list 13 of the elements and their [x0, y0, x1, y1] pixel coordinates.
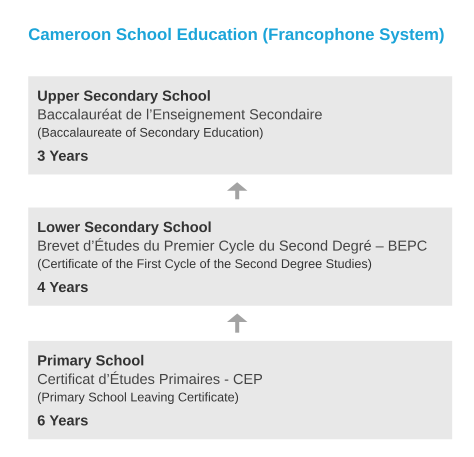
title: Cameroon School Education (Francophone System): [28, 28, 444, 44]
diploma-name: Brevet d’Études du Premier Cycle du Second Degré – BEPC: [38, 238, 427, 254]
diploma-translation: (Primary School Leaving Certificate): [38, 392, 238, 404]
duration: 3 Years: [38, 150, 88, 161]
diploma-translation: (Certificate of the First Cycle of the Second Degree Studies): [38, 258, 372, 271]
level-heading: Lower Secondary School: [38, 221, 211, 236]
level-heading: Upper Secondary School: [38, 90, 210, 104]
level-heading: Primary School: [38, 354, 144, 368]
diploma-name: Baccalauréat de l’Enseignement Secondaire: [38, 108, 322, 122]
duration: 6 Years: [38, 415, 88, 426]
diploma-translation: (Baccalaureate of Secondary Education): [38, 128, 263, 140]
duration: 4 Years: [37, 282, 88, 292]
diploma-name: Certificat d’Études Primaires - CEP: [38, 371, 262, 384]
